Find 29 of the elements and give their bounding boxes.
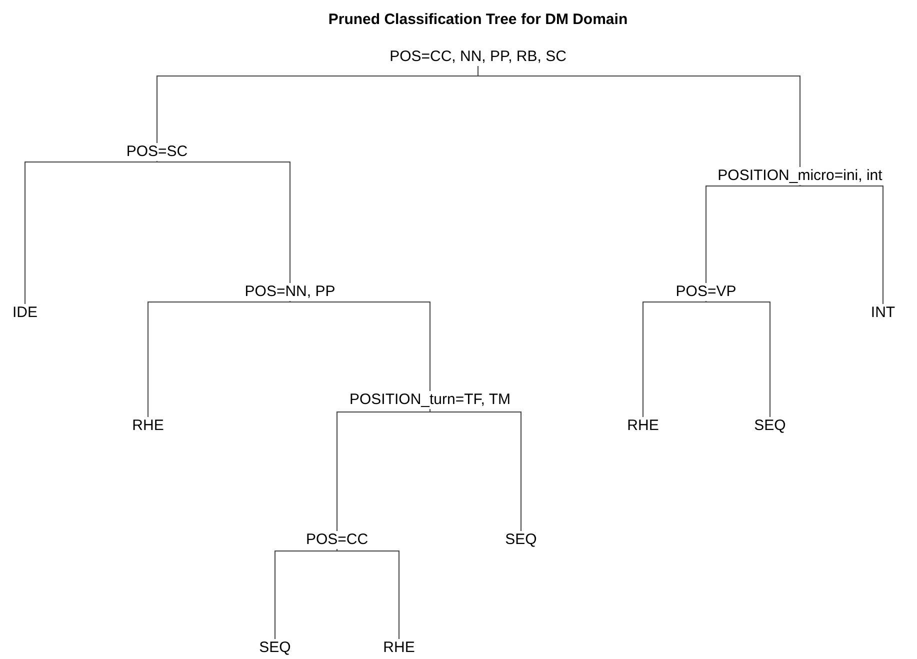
tree-branch: [156, 160, 290, 284]
tree-branch: [478, 66, 800, 168]
tree-branch: [642, 300, 706, 418]
tree-branch: [24, 160, 158, 304]
split-rule: POS=VP: [674, 283, 738, 301]
leaf-class: RHE: [131, 417, 165, 435]
leaf-class: SEQ: [753, 417, 787, 435]
split-rule: POS=CC, NN, PP, RB, SC: [388, 48, 568, 66]
leaf-class: SEQ: [258, 639, 292, 657]
tree-branch: [336, 548, 400, 640]
split-rule: POSITION_micro=ini, int: [716, 167, 884, 185]
split-rule: POS=CC: [304, 531, 370, 549]
tree-branch: [274, 548, 338, 640]
split-rule: POSITION_turn=TF, TM: [348, 391, 512, 409]
tree-branch: [706, 300, 770, 418]
leaf-class: INT: [870, 304, 896, 322]
tree-branch: [706, 184, 800, 284]
tree-branch: [148, 300, 290, 418]
tree-branch: [800, 184, 884, 304]
split-rule: POS=SC: [125, 143, 189, 161]
tree-branch: [336, 408, 430, 532]
tree-branch: [290, 300, 430, 392]
chart-title: Pruned Classification Tree for DM Domain: [328, 11, 628, 29]
tree-branch: [430, 408, 522, 532]
leaf-class: SEQ: [504, 531, 538, 549]
leaf-class: RHE: [382, 639, 416, 657]
split-rule: POS=NN, PP: [244, 283, 336, 301]
leaf-class: RHE: [626, 417, 660, 435]
leaf-class: IDE: [12, 304, 38, 322]
